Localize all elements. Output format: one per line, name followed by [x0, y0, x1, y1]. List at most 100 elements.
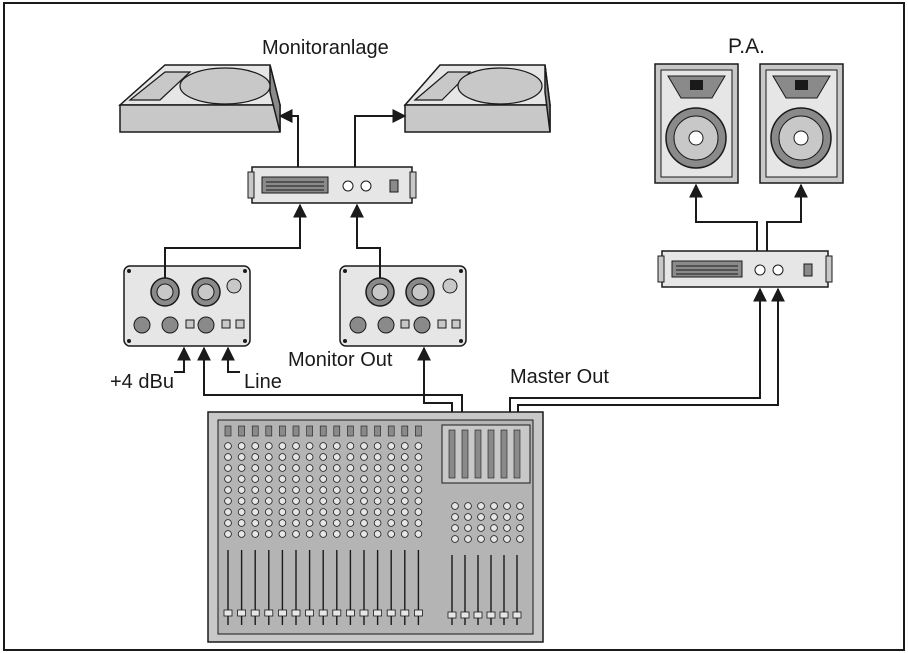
knob — [237, 475, 246, 483]
knob — [387, 453, 396, 461]
knob — [346, 453, 355, 461]
knob — [414, 497, 423, 505]
channel-button — [265, 425, 273, 437]
arrow-icon — [174, 346, 191, 373]
channel-button — [401, 425, 409, 437]
knob — [516, 502, 524, 510]
knob — [387, 530, 396, 538]
knob — [251, 508, 260, 516]
knob — [292, 453, 300, 461]
knob — [387, 442, 396, 450]
knob — [305, 530, 314, 538]
knob — [400, 508, 409, 516]
knob — [292, 519, 300, 527]
knob — [278, 497, 287, 505]
knob — [373, 475, 382, 483]
knob — [292, 442, 300, 450]
knob — [332, 442, 341, 450]
fader-cap — [512, 611, 522, 619]
knob — [490, 513, 498, 521]
knob — [464, 524, 472, 532]
knob — [305, 508, 314, 516]
knob — [332, 464, 341, 472]
knob — [292, 475, 300, 483]
knob — [251, 442, 260, 450]
knob — [360, 497, 368, 505]
knob — [400, 442, 409, 450]
fader-cap — [264, 609, 274, 617]
knob — [332, 508, 341, 516]
knob — [264, 497, 273, 505]
knob — [305, 497, 314, 505]
knob — [319, 486, 328, 494]
knob — [305, 453, 314, 461]
knob — [414, 486, 423, 494]
knob — [503, 524, 511, 532]
knob — [373, 530, 382, 538]
knob — [451, 513, 459, 521]
knob — [319, 475, 328, 483]
knob — [464, 513, 472, 521]
fader-cap — [291, 609, 301, 617]
knob — [237, 519, 246, 527]
monitor-wedge-icon — [403, 64, 551, 133]
knob — [305, 519, 314, 527]
knob — [414, 530, 423, 538]
di-box-icon — [123, 265, 251, 347]
arrow-icon — [278, 109, 299, 167]
knob — [360, 442, 368, 450]
knob — [224, 464, 232, 472]
knob — [251, 497, 260, 505]
power-amplifier-icon — [657, 250, 833, 288]
fader-cap — [499, 611, 509, 619]
knob — [319, 508, 328, 516]
channel-button — [347, 425, 354, 437]
knob — [464, 535, 472, 543]
fader-cap — [473, 611, 483, 619]
level-meter — [474, 429, 482, 479]
knob — [477, 535, 485, 543]
knob — [414, 519, 423, 527]
channel-button — [415, 425, 422, 437]
knob — [414, 475, 423, 483]
knob — [346, 442, 355, 450]
knob — [251, 530, 260, 538]
knob — [224, 475, 232, 483]
knob — [305, 486, 314, 494]
knob — [251, 453, 260, 461]
arrow-icon — [689, 183, 758, 251]
power-amplifier-icon — [247, 166, 417, 204]
knob — [224, 497, 232, 505]
knob — [490, 535, 498, 543]
knob — [346, 519, 355, 527]
knob — [251, 475, 260, 483]
knob — [319, 530, 328, 538]
level-meter — [513, 429, 521, 479]
knob — [278, 453, 287, 461]
knob — [278, 508, 287, 516]
monitor-system-label: Monitoranlage — [262, 37, 389, 59]
knob — [237, 453, 246, 461]
arrow-icon — [766, 183, 808, 251]
knob — [237, 486, 246, 494]
channel-button — [292, 425, 300, 437]
channel-button — [306, 425, 313, 437]
knob — [400, 475, 409, 483]
plus4-dbu-label: +4 dBu — [110, 371, 174, 393]
arrow-icon — [164, 203, 307, 278]
knob — [305, 464, 314, 472]
pa-speaker-icon — [654, 63, 739, 184]
knob — [224, 519, 232, 527]
knob — [278, 464, 287, 472]
knob — [503, 502, 511, 510]
knob — [332, 475, 341, 483]
knob — [278, 530, 287, 538]
signal-lines — [164, 109, 808, 412]
fader-cap — [237, 609, 247, 617]
knob — [451, 502, 459, 510]
knob — [490, 502, 498, 510]
channel-button — [319, 425, 327, 437]
knob — [477, 524, 485, 532]
